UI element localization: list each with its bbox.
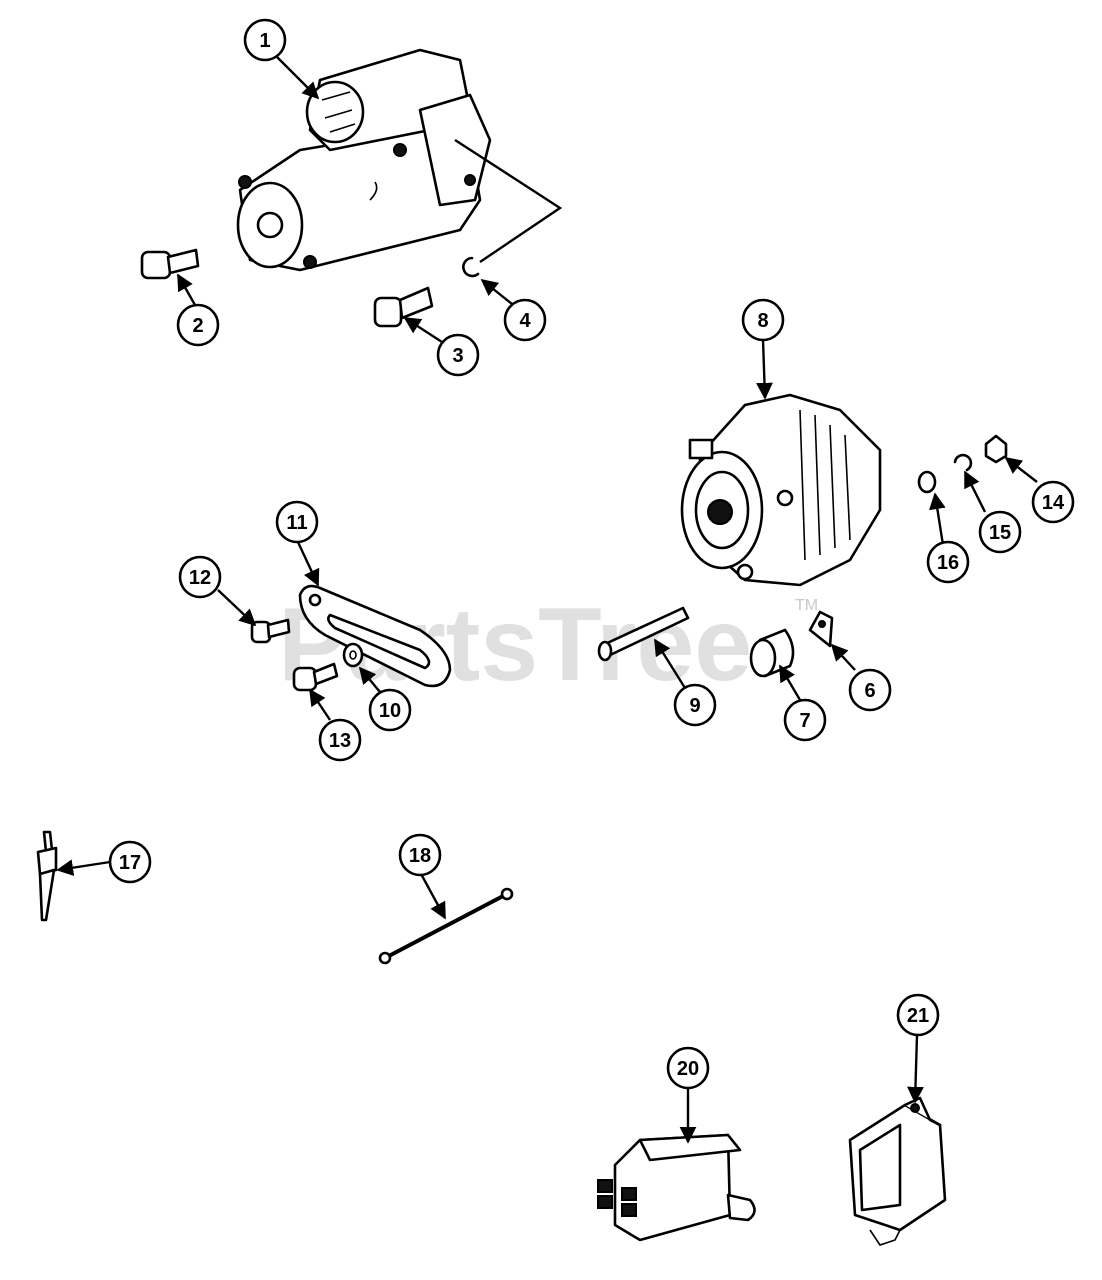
callouts: 1 2 3 4 6 7 8 9 10 11 12 13 14 15 16 17 … bbox=[108, 18, 1075, 1090]
part-15-lock-washer[interactable] bbox=[953, 453, 973, 472]
svg-text:6: 6 bbox=[864, 680, 875, 702]
callout-3[interactable]: 3 bbox=[436, 333, 480, 377]
part-12-bolt[interactable] bbox=[250, 618, 291, 644]
svg-text:12: 12 bbox=[189, 567, 211, 589]
svg-text:10: 10 bbox=[379, 700, 401, 722]
svg-text:11: 11 bbox=[286, 512, 307, 534]
svg-text:17: 17 bbox=[119, 852, 141, 874]
part-6-plate[interactable] bbox=[808, 610, 834, 648]
svg-text:18: 18 bbox=[409, 845, 431, 867]
callout-7[interactable]: 7 bbox=[783, 698, 827, 742]
svg-text:13: 13 bbox=[329, 730, 351, 752]
part-9-long-bolt[interactable] bbox=[597, 606, 690, 662]
callout-11[interactable]: 11 bbox=[275, 500, 319, 544]
part-3-bolt[interactable] bbox=[373, 286, 434, 328]
watermark-trademark: TM bbox=[795, 597, 818, 614]
callout-13[interactable]: 13 bbox=[318, 718, 362, 762]
part-16-washer[interactable] bbox=[917, 470, 937, 494]
callout-17[interactable]: 17 bbox=[108, 840, 152, 884]
part-10-washer[interactable] bbox=[342, 642, 364, 668]
callout-1[interactable]: 1 bbox=[243, 18, 287, 62]
svg-text:14: 14 bbox=[1042, 492, 1065, 514]
svg-text:20: 20 bbox=[677, 1058, 699, 1080]
svg-text:4: 4 bbox=[519, 310, 531, 332]
callout-21[interactable]: 21 bbox=[896, 993, 940, 1037]
svg-text:21: 21 bbox=[907, 1005, 929, 1027]
part-21-regulator[interactable] bbox=[848, 1096, 947, 1246]
part-2-bolt[interactable] bbox=[140, 248, 200, 280]
part-20-relay[interactable] bbox=[597, 1133, 756, 1242]
svg-text:3: 3 bbox=[452, 345, 463, 367]
svg-text:7: 7 bbox=[799, 710, 810, 732]
callout-15[interactable]: 15 bbox=[978, 510, 1022, 554]
callout-20[interactable]: 20 bbox=[666, 1046, 710, 1090]
callout-8[interactable]: 8 bbox=[741, 298, 785, 342]
part-13-bolt[interactable] bbox=[292, 662, 339, 692]
svg-text:9: 9 bbox=[689, 695, 700, 717]
callout-6[interactable]: 6 bbox=[848, 668, 892, 712]
alternator[interactable] bbox=[680, 393, 882, 587]
callout-16[interactable]: 16 bbox=[926, 540, 970, 584]
svg-text:2: 2 bbox=[192, 315, 203, 337]
leader-lines bbox=[56, 54, 1038, 1144]
part-18-wire[interactable] bbox=[378, 887, 514, 965]
callout-12[interactable]: 12 bbox=[178, 555, 222, 599]
part-7-spacer[interactable] bbox=[749, 628, 795, 678]
svg-text:8: 8 bbox=[757, 310, 768, 332]
part-4-washer[interactable] bbox=[462, 256, 480, 278]
callout-9[interactable]: 9 bbox=[673, 683, 717, 727]
part-11-bracket[interactable] bbox=[298, 584, 452, 688]
callout-4[interactable]: 4 bbox=[503, 298, 547, 342]
callout-10[interactable]: 10 bbox=[368, 688, 412, 732]
starter-motor[interactable] bbox=[236, 48, 492, 272]
svg-text:16: 16 bbox=[937, 552, 959, 574]
part-14-nut[interactable] bbox=[984, 434, 1008, 464]
part-17-glow-plug[interactable] bbox=[36, 830, 58, 922]
callout-14[interactable]: 14 bbox=[1031, 480, 1075, 524]
svg-text:15: 15 bbox=[989, 522, 1011, 544]
callout-2[interactable]: 2 bbox=[176, 303, 220, 347]
callout-18[interactable]: 18 bbox=[398, 833, 442, 877]
svg-text:1: 1 bbox=[259, 30, 270, 52]
